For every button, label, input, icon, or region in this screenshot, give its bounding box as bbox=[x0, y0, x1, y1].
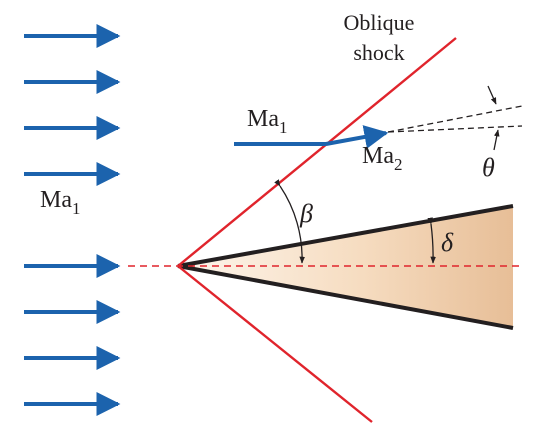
inset-mach2-label: Ma2 bbox=[362, 143, 403, 174]
horizontal-direction-guide bbox=[387, 125, 523, 133]
wedge-lower-edge bbox=[177, 264, 514, 330]
theta-arrow-bottom bbox=[493, 129, 500, 151]
upstream-flow-arrows bbox=[24, 24, 121, 416]
upstream-mach-label: Ma1 bbox=[40, 187, 81, 218]
delta-label: δ bbox=[441, 228, 454, 257]
shock-label-line1: Oblique bbox=[344, 10, 415, 35]
outgoing-flow-arrow bbox=[325, 125, 389, 149]
deflected-direction-guide bbox=[387, 105, 523, 133]
inset-mach1-label: Ma1 bbox=[247, 106, 288, 137]
beta-angle-arc bbox=[274, 179, 306, 264]
shock-label-line2: shock bbox=[353, 40, 404, 65]
beta-label: β bbox=[299, 199, 313, 228]
delta-angle-arc bbox=[427, 217, 436, 264]
oblique-shock-upper bbox=[177, 37, 457, 267]
theta-label: θ bbox=[482, 153, 495, 182]
theta-arrow-top bbox=[487, 85, 497, 105]
oblique-shock-lower bbox=[177, 265, 373, 423]
wedge-upper-edge bbox=[177, 204, 514, 268]
